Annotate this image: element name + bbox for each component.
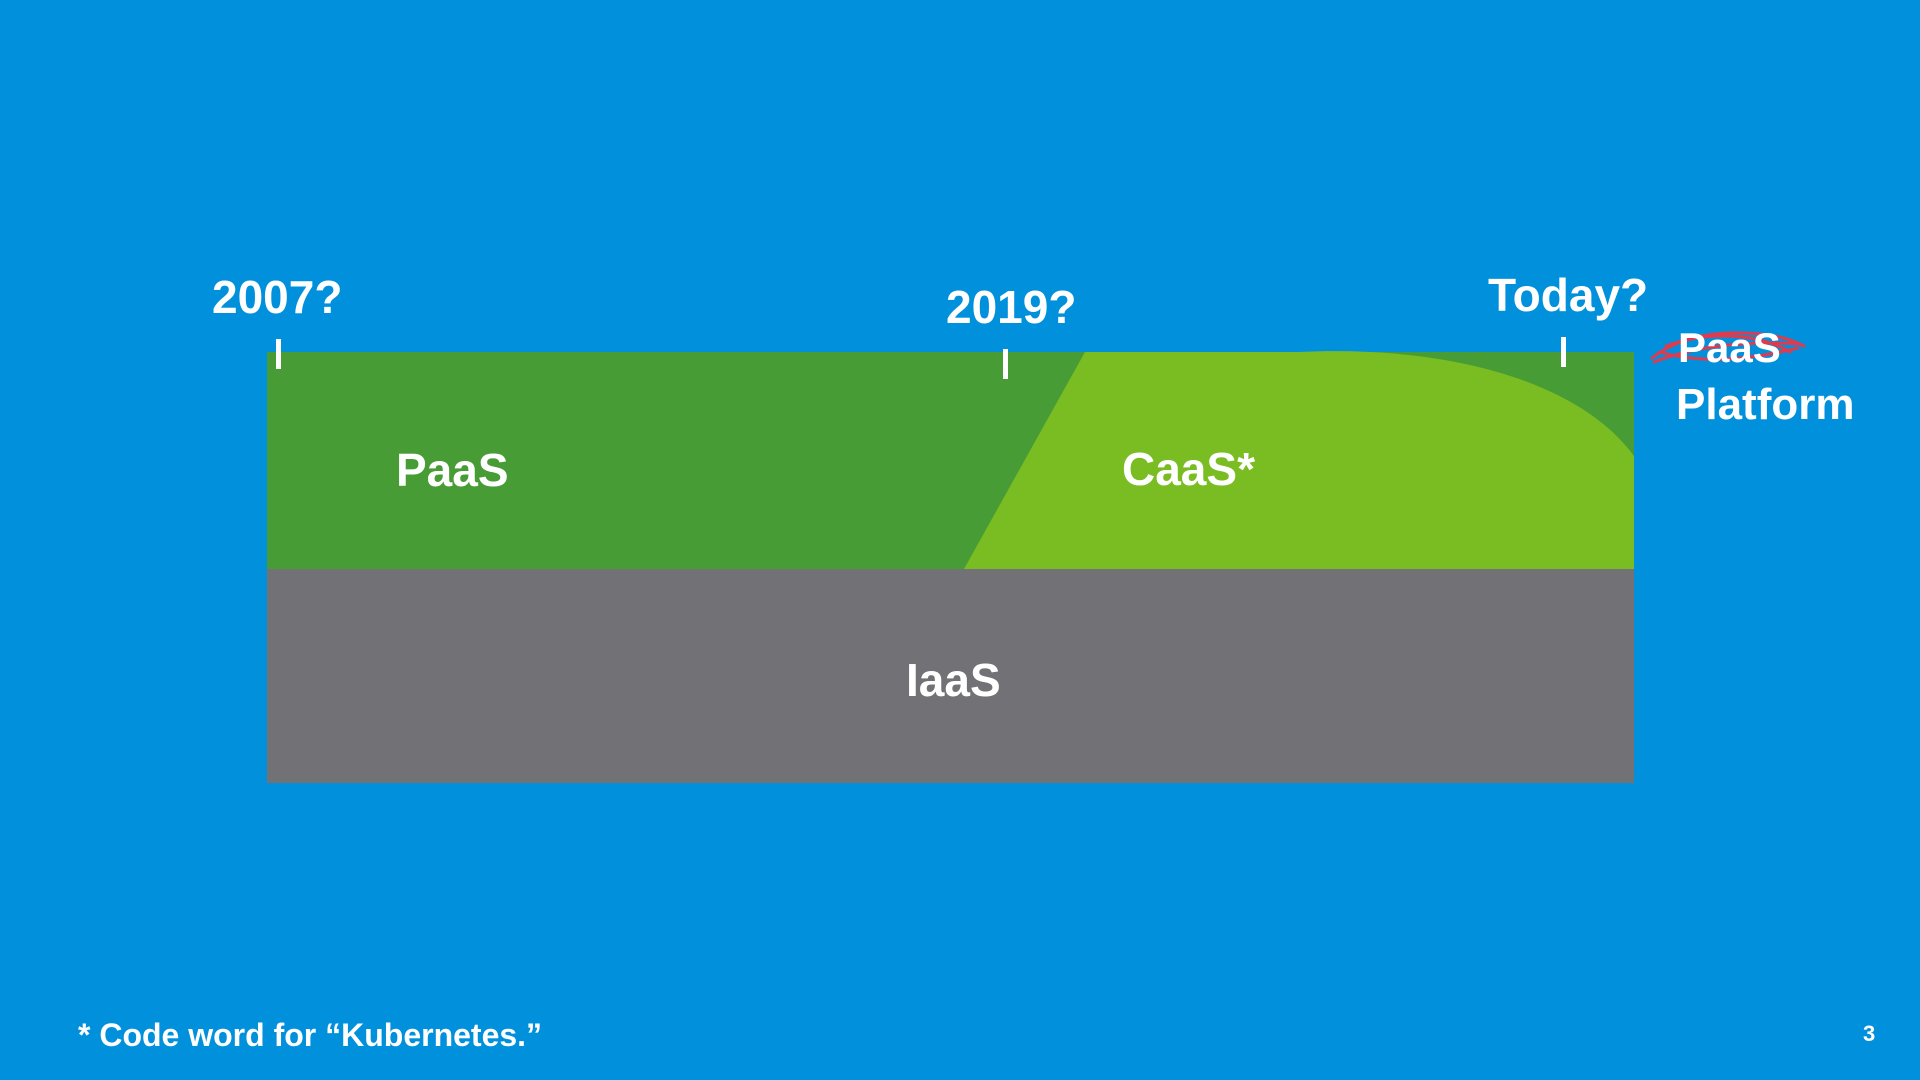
paas-label: PaaS (396, 444, 509, 496)
footnote: * Code word for “Kubernetes.” (78, 1017, 543, 1053)
caas-label: CaaS* (1122, 443, 1255, 495)
page-number: 3 (1863, 1021, 1876, 1046)
year-label-today: Today? (1488, 269, 1649, 321)
crossed-out-label: PaaS (1678, 324, 1781, 371)
strikethrough-scribble (1650, 331, 1806, 364)
caas-layer (964, 351, 1634, 569)
year-label-2007: 2007? (212, 271, 343, 323)
tick-today (1561, 337, 1566, 367)
replacement-label: Platform (1676, 380, 1855, 429)
iaas-label: IaaS (906, 654, 1001, 706)
year-label-2019: 2019? (946, 281, 1077, 333)
tick-2007 (276, 339, 281, 369)
tick-2019 (1003, 349, 1008, 379)
iaas-layer (267, 569, 1634, 783)
